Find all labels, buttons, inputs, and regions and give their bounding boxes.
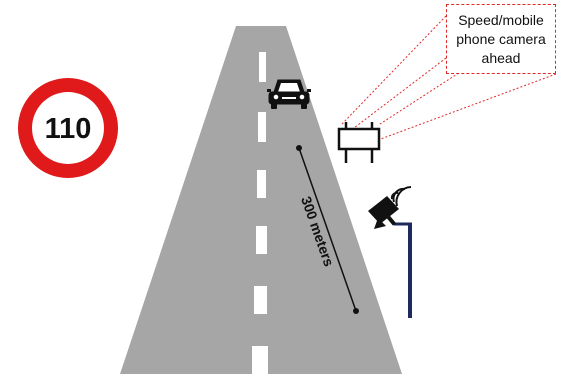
speed-camera xyxy=(368,186,412,318)
camera-warning-callout: Speed/mobile phone camera ahead xyxy=(446,4,556,74)
distance-end-dot xyxy=(353,308,359,314)
camera-pole xyxy=(408,224,412,318)
lane-markings xyxy=(252,52,268,374)
speed-limit-value: 110 xyxy=(45,113,92,145)
road xyxy=(120,26,402,374)
car-icon xyxy=(267,79,311,109)
distance-start-dot xyxy=(296,145,302,151)
callout-text: Speed/mobile phone camera ahead xyxy=(456,11,546,66)
speed-limit-sign: 110 xyxy=(18,78,118,178)
billboard-sign-icon xyxy=(337,122,381,163)
camera-icon xyxy=(368,196,399,229)
wireless-signal-icon xyxy=(390,186,412,207)
